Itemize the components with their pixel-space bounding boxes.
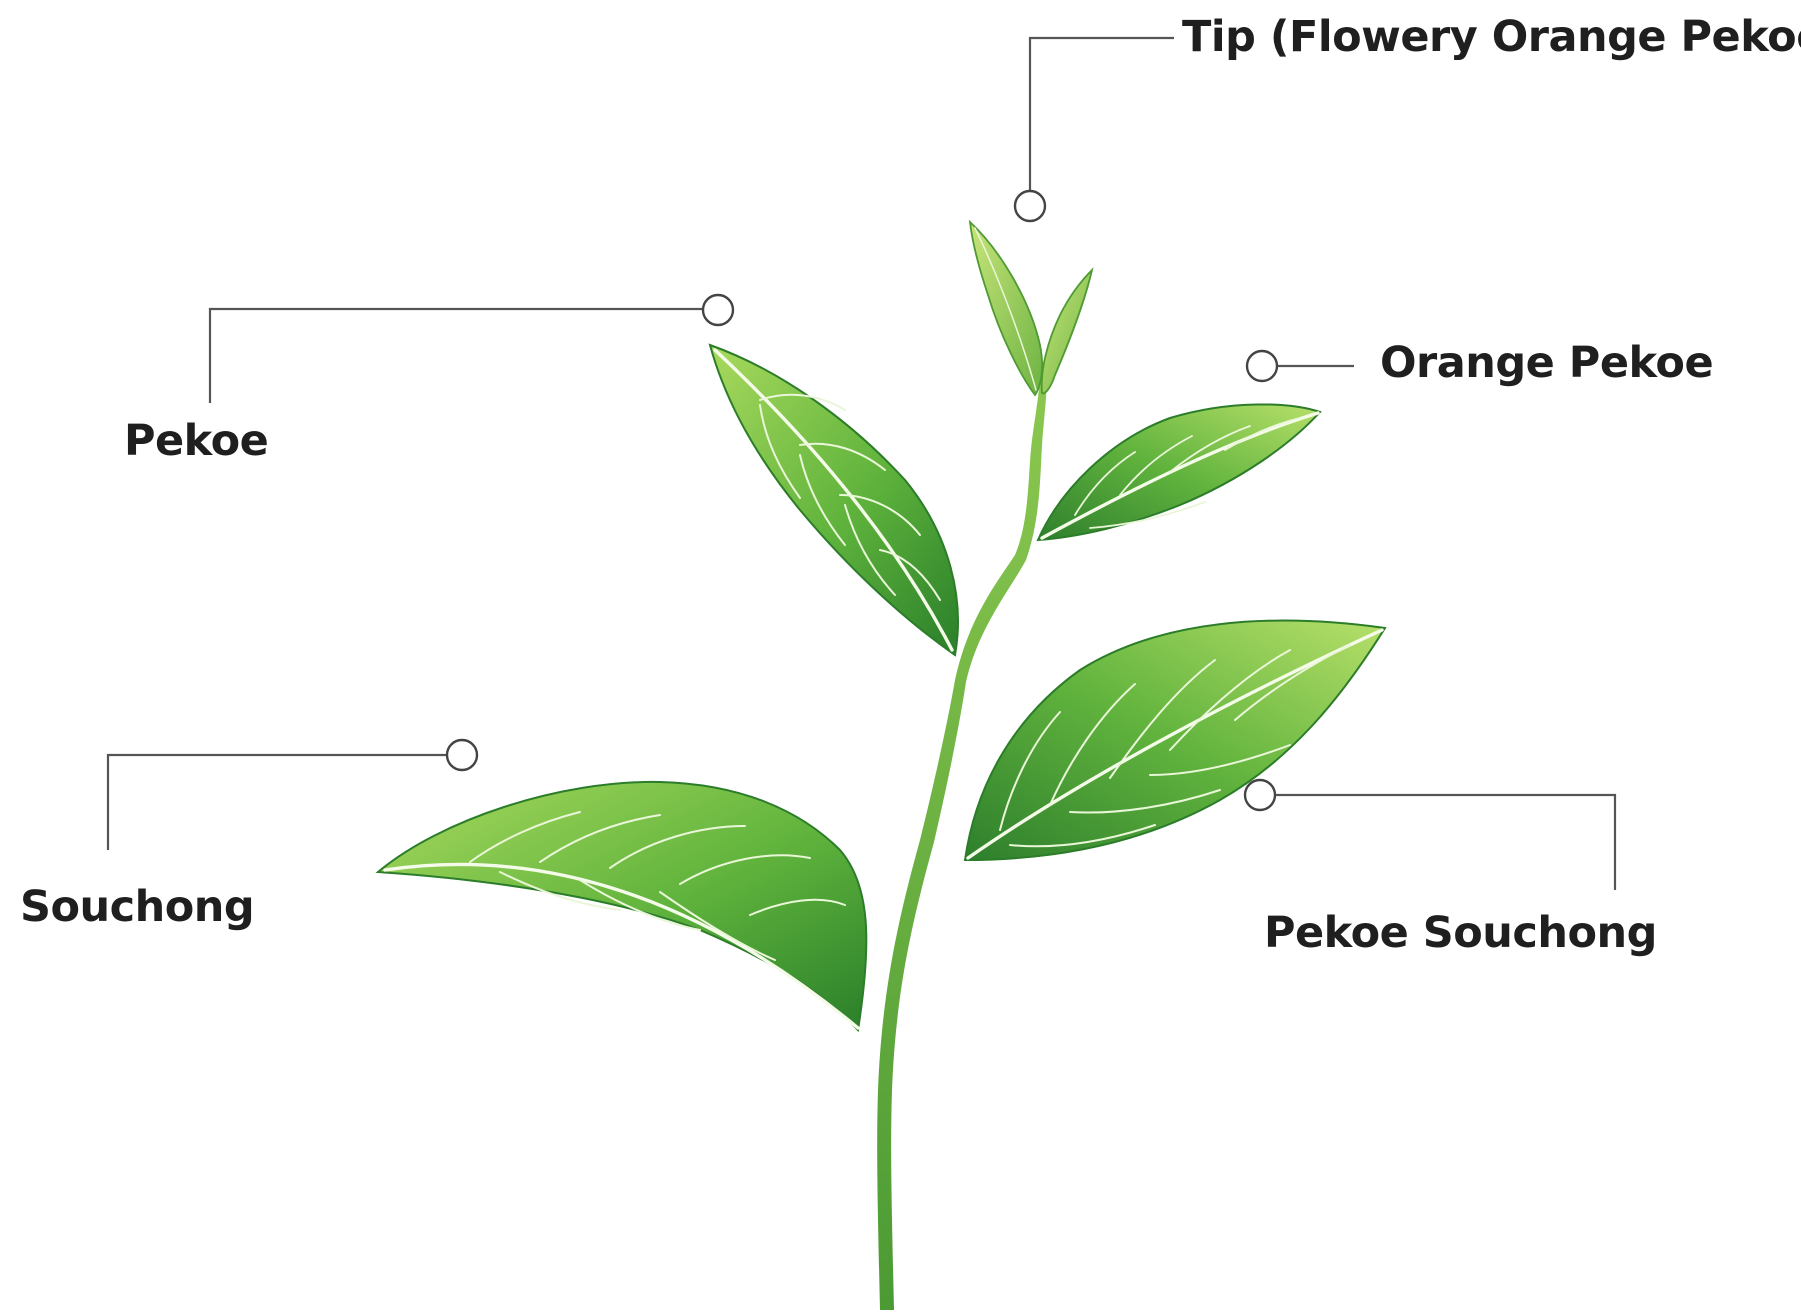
pekoe-marker [703,295,733,325]
pekoe-label: Pekoe [124,416,268,466]
tip-marker [1015,191,1045,221]
orange-pekoe-label: Orange Pekoe [1380,338,1713,388]
pekoe-souchong-leaf [965,621,1385,860]
souchong-marker [447,740,477,770]
tip-bud [970,222,1092,395]
orange-pekoe-leaf [1038,404,1320,540]
pekoe-souchong-marker [1245,780,1275,810]
pekoe-souchong-leader-line [1275,795,1615,890]
souchong-label: Souchong [20,882,254,932]
tip-leader-line [1030,38,1174,190]
tip-label: Tip (Flowery Orange Pekoe) [1182,12,1801,62]
pekoe-leader-line [210,309,702,403]
orange-pekoe-marker [1247,351,1277,381]
pekoe-souchong-label: Pekoe Souchong [1264,908,1657,958]
souchong-leaf [378,782,866,1030]
souchong-leader-line [108,755,446,850]
pekoe-leaf [710,345,958,655]
